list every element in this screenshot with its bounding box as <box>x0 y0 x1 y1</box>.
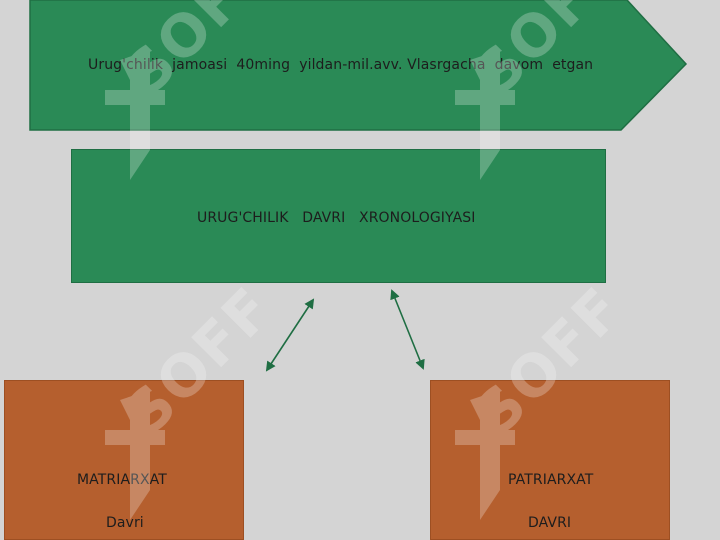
patriarxat-box: PATRIARXAT DAVRI <box>430 380 670 540</box>
matriarxat-subtitle: Davri <box>106 515 144 531</box>
banner-text: Urug'chilik jamoasi 40ming yildan-mil.av… <box>88 57 594 73</box>
matriarxat-label: MATRIARXAT <box>77 472 167 488</box>
patriarxat-label: PATRIARXAT <box>508 472 594 488</box>
arrow-left <box>265 298 315 372</box>
arrow-right <box>390 289 425 370</box>
patriarxat-subtitle: DAVRI <box>528 515 572 531</box>
chronology-title: URUG'CHILIK DAVRI XRONOLOGIYASI <box>197 210 476 226</box>
matriarxat-box: MATRIARXAT Davri <box>4 380 244 540</box>
chronology-box: URUG'CHILIK DAVRI XRONOLOGIYASI <box>71 149 606 283</box>
